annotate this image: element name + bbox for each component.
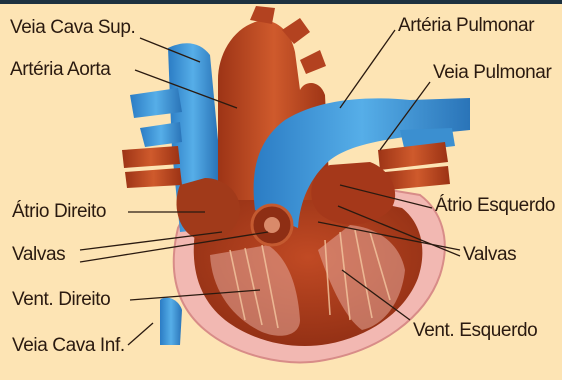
label-arteria-aorta: Artéria Aorta bbox=[10, 59, 110, 81]
label-valvas-left: Valvas bbox=[12, 244, 65, 266]
aorta-branch-1 bbox=[250, 6, 275, 24]
label-vent-esquerdo: Vent. Esquerdo bbox=[413, 320, 537, 342]
label-veia-cava-inf: Veia Cava Inf. bbox=[12, 335, 125, 357]
pulmonary-vein-2 bbox=[385, 166, 450, 190]
pulmonary-vein-left-2 bbox=[125, 168, 182, 188]
valve-center bbox=[264, 217, 280, 233]
label-vent-direito: Vent. Direito bbox=[12, 289, 110, 311]
label-atrio-esquerdo: Átrio Esquerdo bbox=[435, 195, 555, 217]
label-veia-cava-sup: Veia Cava Sup. bbox=[10, 17, 135, 39]
label-atrio-direito: Átrio Direito bbox=[12, 201, 106, 223]
inferior-vena-cava bbox=[160, 298, 182, 345]
left-atrium-shape bbox=[311, 162, 395, 225]
aorta-branch-3 bbox=[300, 50, 326, 74]
label-veia-pulmonar: Veia Pulmonar bbox=[433, 62, 551, 84]
label-arteria-pulmonar: Artéria Pulmonar bbox=[398, 15, 534, 37]
pulmonary-vein-1 bbox=[378, 142, 448, 170]
label-valvas-right: Valvas bbox=[463, 244, 516, 266]
pulmonary-vein-left-1 bbox=[122, 146, 180, 168]
